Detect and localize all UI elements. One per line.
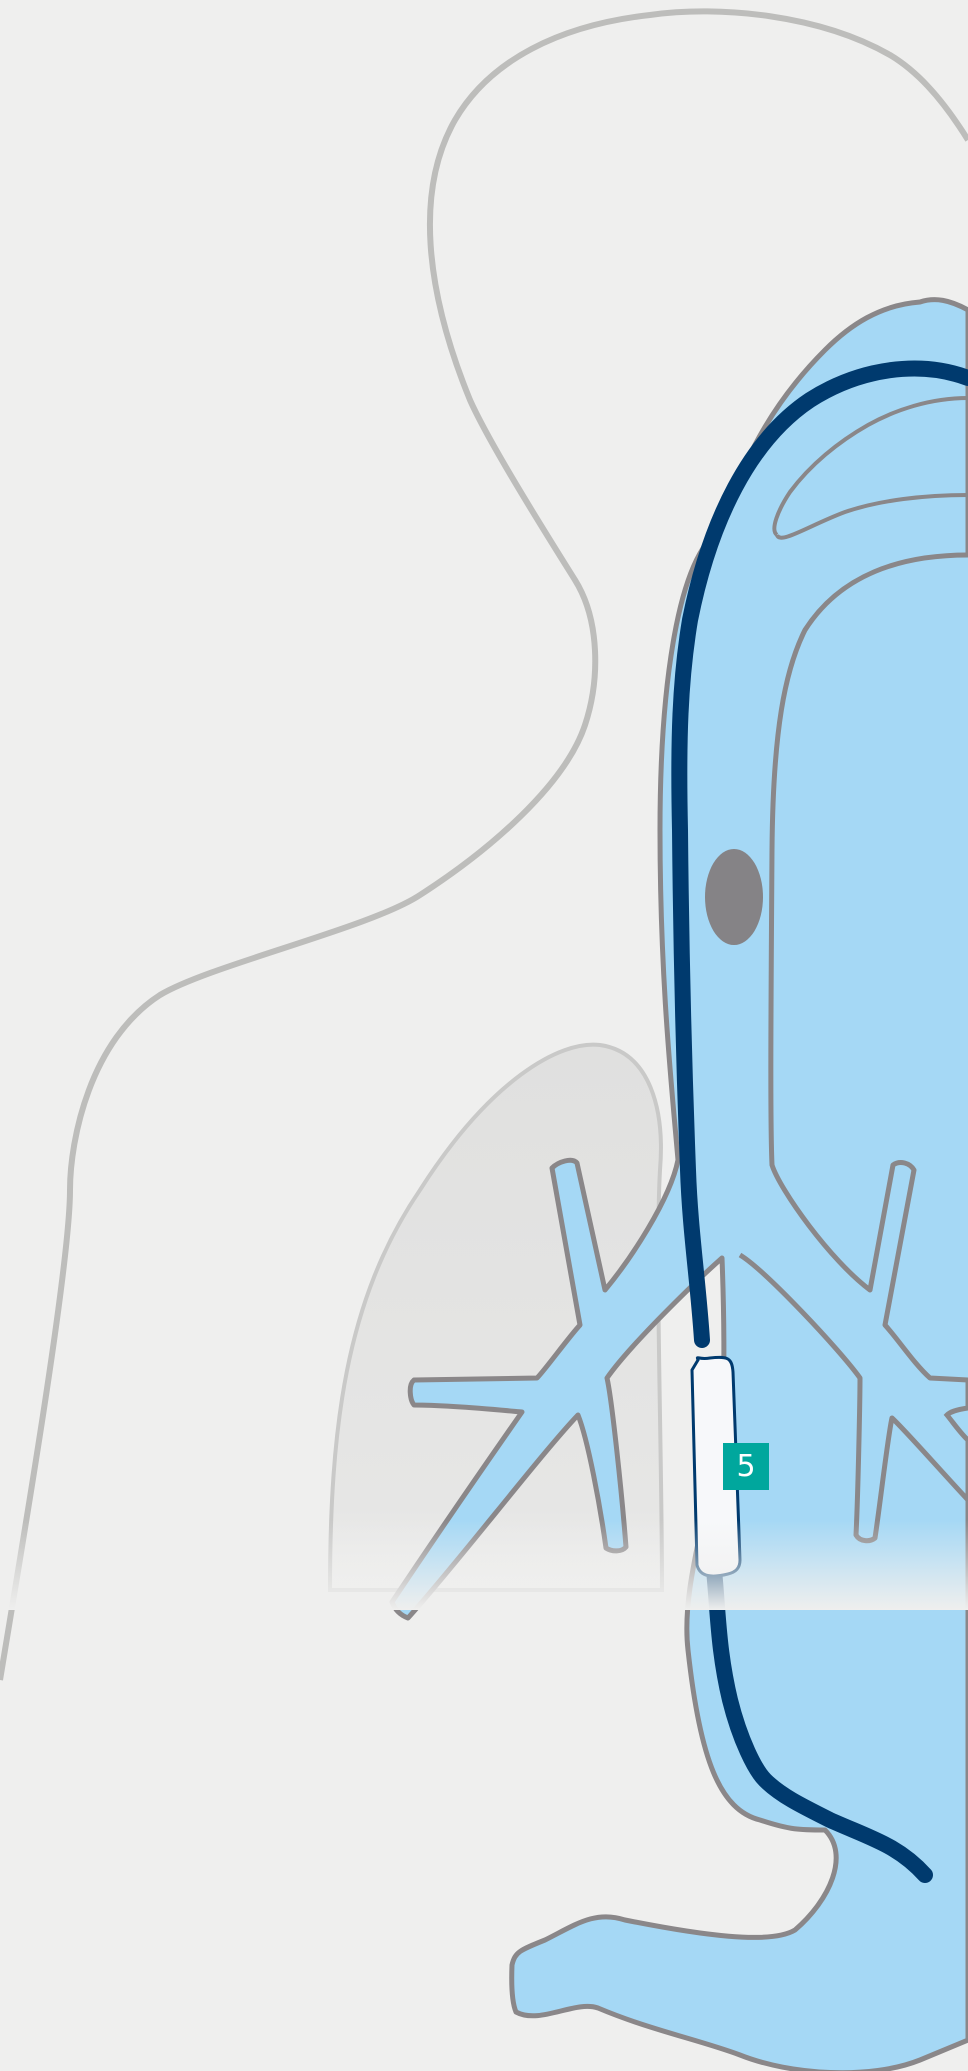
right-bronchus: [768, 552, 968, 1383]
marker-number: 5: [736, 1449, 756, 1484]
marker-box: [723, 1443, 769, 1490]
airway-inner-curve-2: [775, 493, 968, 540]
airway-inner-curve: [772, 396, 968, 537]
tube-lower: [706, 1562, 933, 1883]
right-lower-branch-tip: [943, 1405, 968, 1442]
esophageal-node: [705, 849, 763, 945]
endotracheal-tube: [671, 360, 968, 1348]
body-silhouette: [0, 8, 968, 1681]
lower-fade: [0, 1520, 968, 1610]
